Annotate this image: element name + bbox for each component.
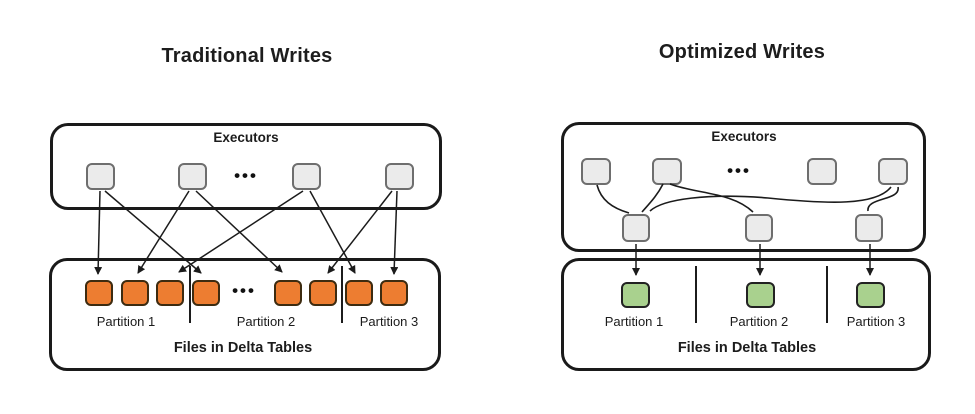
partition-divider [341,266,343,323]
traditional-writes-title: Traditional Writes [161,45,333,67]
traditional-executors-label: Executors [213,130,279,145]
executors-ellipsis: ••• [234,166,258,185]
file-square-traditional [156,280,184,306]
optimized-writes-title: Optimized Writes [658,41,826,63]
partition-divider [826,266,828,323]
executor-node [807,158,837,185]
partition-label: Partition 1 [96,314,156,329]
files-in-delta-tables-label: Files in Delta Tables [677,340,817,356]
file-square-traditional [192,280,220,306]
partition-label: Partition 2 [236,314,296,329]
file-square-traditional [345,280,373,306]
partition-divider [695,266,697,323]
executor-node [878,158,908,185]
executor-node [86,163,115,190]
file-square-traditional [85,280,113,306]
file-square-optimized [746,282,775,308]
traditional-files-box [49,258,441,371]
executor-node [292,163,321,190]
executor-node [652,158,682,185]
partition-label: Partition 3 [846,314,906,329]
file-square-traditional [121,280,149,306]
partition-label: Partition 2 [729,314,789,329]
executors-ellipsis: ••• [727,161,751,180]
file-square-optimized [621,282,650,308]
file-square-traditional [309,280,337,306]
file-square-optimized [856,282,885,308]
partition-divider [189,266,191,323]
writer-task-node [855,214,883,242]
optimized-files-box [561,258,931,371]
files-ellipsis: ••• [232,281,256,300]
partition-label: Partition 1 [604,314,664,329]
executor-node [178,163,207,190]
executor-node [385,163,414,190]
optimized-executors-label: Executors [711,129,777,144]
file-square-traditional [380,280,408,306]
files-in-delta-tables-label: Files in Delta Tables [173,340,313,356]
partition-label: Partition 3 [359,314,419,329]
writer-task-node [745,214,773,242]
file-square-traditional [274,280,302,306]
writer-task-node [622,214,650,242]
executor-node [581,158,611,185]
